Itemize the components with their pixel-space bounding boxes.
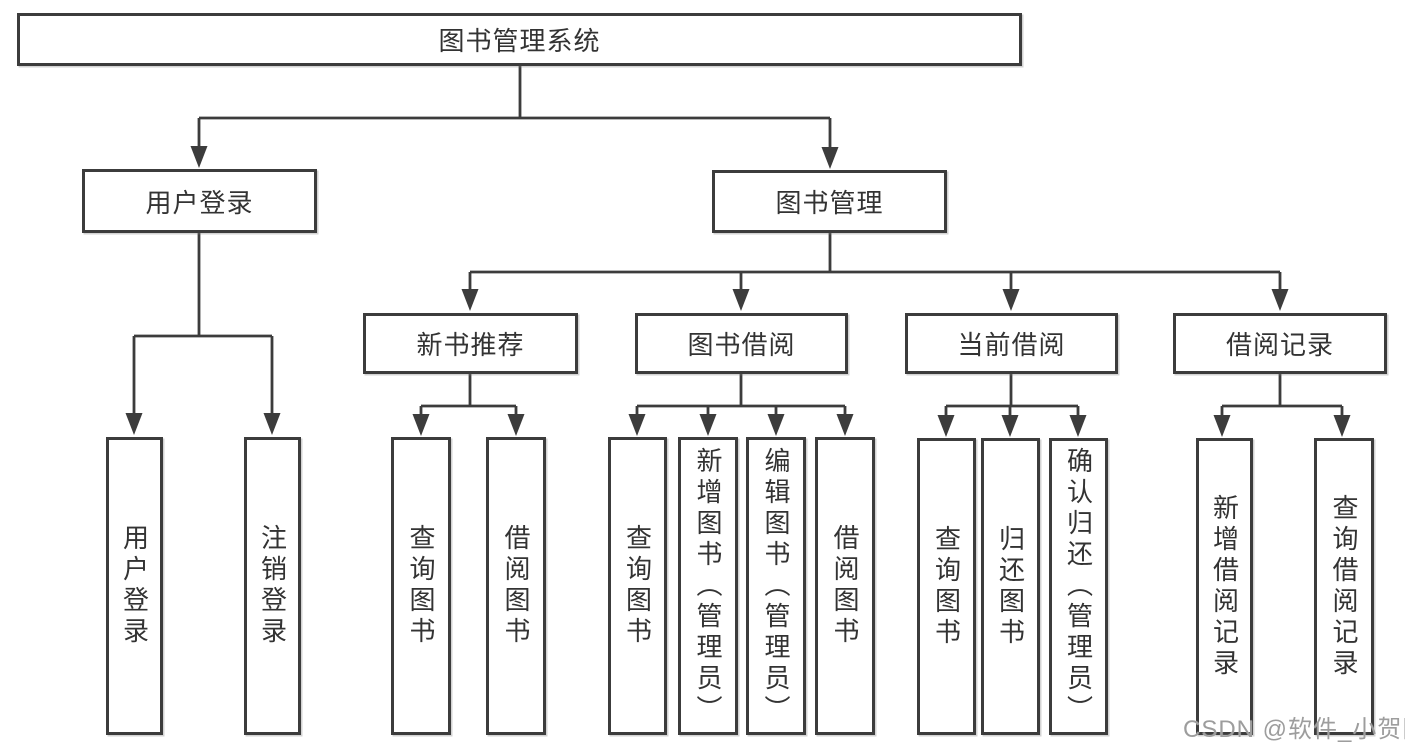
leaf-edit-books-admin: 编辑图书（管理员）: [746, 437, 806, 735]
node-new-book-recommendation: 新书推荐: [363, 313, 578, 374]
leaf-user-login: 用户登录: [106, 437, 163, 735]
node-book-borrowing-label: 图书借阅: [687, 330, 796, 360]
leaf-query-books-borrowing: 查询图书: [608, 437, 667, 735]
leaf-borrow-books-recommend: 借阅图书: [486, 437, 546, 735]
node-borrowing-records: 借阅记录: [1173, 313, 1387, 374]
csdn-watermark: CSDN @软件_小贺同学: [1183, 716, 1405, 743]
node-book-management: 图书管理: [712, 170, 947, 233]
node-current-borrowing-label: 当前借阅: [957, 330, 1066, 360]
leaf-edit-books-admin-label: 编辑图书（管理员）: [761, 446, 791, 726]
node-new-book-recommendation-label: 新书推荐: [416, 330, 525, 360]
node-book-borrowing: 图书借阅: [635, 313, 848, 374]
leaf-query-borrow-record-label: 查询借阅记录: [1329, 493, 1359, 680]
leaf-query-borrow-record: 查询借阅记录: [1314, 438, 1374, 735]
node-current-borrowing: 当前借阅: [905, 313, 1118, 374]
root-node-label: 图书管理系统: [438, 26, 601, 56]
leaf-return-books: 归还图书: [981, 438, 1040, 735]
leaf-add-books-admin-label: 新增图书（管理员）: [693, 446, 723, 726]
leaf-borrow-books-borrowing-label: 借阅图书: [830, 524, 860, 648]
leaf-add-borrow-record-label: 新增借阅记录: [1209, 493, 1240, 680]
leaf-add-books-admin: 新增图书（管理员）: [678, 437, 738, 735]
leaf-logout-login-label: 注销登录: [257, 524, 288, 648]
leaf-add-borrow-record: 新增借阅记录: [1196, 438, 1253, 735]
root-node: 图书管理系统: [17, 13, 1022, 66]
leaf-borrow-books-recommend-label: 借阅图书: [501, 524, 531, 648]
node-user-login-label: 用户登录: [145, 187, 254, 218]
leaf-confirm-return-admin: 确认归还（管理员）: [1049, 438, 1108, 735]
leaf-user-login-label: 用户登录: [119, 524, 150, 648]
leaf-logout-login: 注销登录: [244, 437, 301, 735]
leaf-return-books-label: 归还图书: [995, 524, 1026, 649]
node-book-management-label: 图书管理: [775, 188, 884, 218]
node-user-login: 用户登录: [82, 169, 317, 233]
leaf-query-books-recommend: 查询图书: [391, 437, 451, 735]
leaf-query-books-current-label: 查询图书: [931, 524, 962, 649]
leaf-borrow-books-borrowing: 借阅图书: [815, 437, 875, 735]
leaf-confirm-return-admin-label: 确认归还（管理员）: [1063, 447, 1094, 726]
node-borrowing-records-label: 借阅记录: [1225, 330, 1334, 360]
leaf-query-books-recommend-label: 查询图书: [406, 524, 436, 648]
leaf-query-books-current: 查询图书: [917, 438, 976, 735]
leaf-query-books-borrowing-label: 查询图书: [622, 524, 653, 648]
